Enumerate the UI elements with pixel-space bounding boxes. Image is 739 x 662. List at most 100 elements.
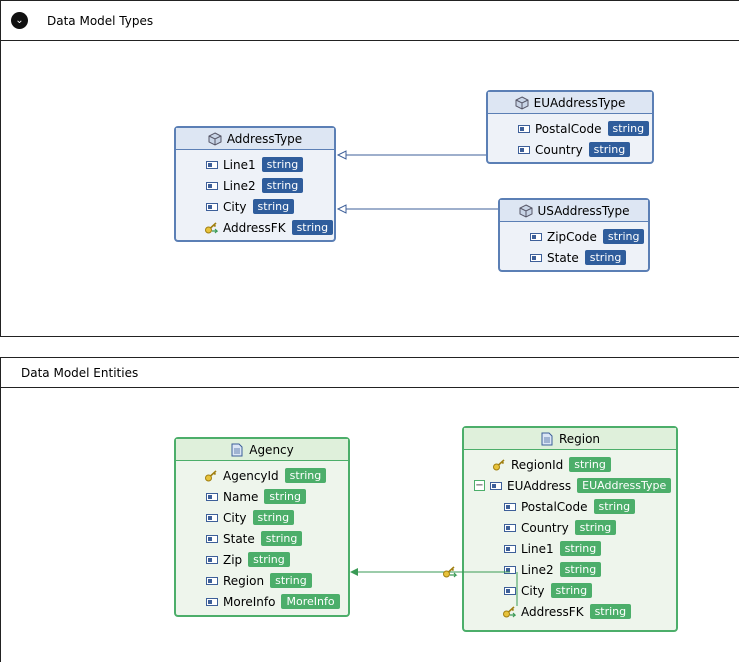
field-type-badge: string [589, 604, 632, 619]
entity-document-icon [541, 432, 553, 445]
field-name: City [223, 199, 247, 214]
field-icon [206, 492, 218, 501]
field-icon [206, 576, 218, 585]
complex-type-icon [208, 131, 222, 146]
field-icon [504, 544, 516, 553]
collapse-chevron-icon[interactable]: ⌄ [11, 12, 28, 29]
foreign-key-icon [205, 221, 218, 233]
field-type-badge: string [574, 520, 617, 535]
field-icon [206, 597, 218, 606]
field-icon [206, 160, 218, 169]
field-name: AgencyId [223, 468, 279, 483]
field-name: Name [223, 489, 259, 504]
field-row[interactable]: Country string [504, 517, 676, 538]
field-name: PostalCode [535, 121, 602, 136]
field-type-badge: string [284, 468, 327, 483]
field-name: State [547, 250, 579, 265]
type-box-header: AddressType [176, 128, 334, 150]
field-icon [504, 502, 516, 511]
field-row[interactable]: AgencyId string [205, 465, 348, 486]
field-type-badge: string [588, 142, 631, 157]
field-type-badge: string [550, 583, 593, 598]
field-icon [518, 145, 530, 154]
field-type-badge: string [270, 573, 312, 588]
field-row[interactable]: City string [206, 507, 348, 528]
complex-type-icon [515, 95, 529, 110]
field-type-badge: string [260, 531, 303, 546]
field-name: Country [535, 142, 583, 157]
field-row[interactable]: City string [206, 196, 334, 217]
field-type-badge: string [248, 552, 290, 567]
entity-document-icon [231, 443, 243, 456]
field-type-badge: MoreInfo [281, 594, 340, 609]
field-row[interactable]: Line1 string [206, 154, 334, 175]
field-row[interactable]: Country string [518, 139, 652, 160]
field-type-badge: string [602, 229, 645, 244]
field-icon [206, 202, 218, 211]
field-name: Region [223, 573, 265, 588]
field-name: PostalCode [521, 499, 588, 514]
field-type-badge: string [252, 199, 295, 214]
field-row[interactable]: PostalCode string [518, 118, 652, 139]
field-row[interactable]: Name string [206, 486, 348, 507]
field-name: Country [521, 520, 569, 535]
field-name: City [521, 583, 545, 598]
entities-panel-header: Data Model Entities [1, 358, 739, 388]
field-icon [206, 181, 218, 190]
field-type-badge: string [559, 541, 602, 556]
field-type-badge: string [584, 250, 627, 265]
entity-name: Agency [249, 442, 294, 457]
field-row[interactable]: Line1 string [504, 538, 676, 559]
types-panel-title: Data Model Types [47, 14, 154, 28]
field-name: City [223, 510, 247, 525]
field-icon [518, 124, 530, 133]
entity-box-header: Region [464, 428, 676, 450]
field-type-badge: string [264, 489, 306, 504]
field-type-badge: string [593, 499, 636, 514]
type-name: USAddressType [537, 203, 630, 218]
field-row[interactable]: MoreInfo MoreInfo [206, 591, 348, 612]
field-icon [530, 253, 542, 262]
foreign-key-icon [503, 605, 516, 617]
key-icon [205, 469, 217, 481]
type-box-header: USAddressType [500, 200, 648, 222]
field-row[interactable]: State string [530, 247, 648, 268]
entities-panel-title: Data Model Entities [21, 366, 139, 380]
field-icon [530, 232, 542, 241]
field-icon [490, 481, 502, 490]
field-icon [504, 565, 516, 574]
field-name: Line1 [521, 541, 554, 556]
entity-box-header: Agency [176, 439, 348, 461]
field-type-badge: string [607, 121, 650, 136]
entity-name: Region [558, 431, 601, 446]
field-row[interactable]: Zip string [206, 549, 348, 570]
field-type-badge: string [569, 457, 611, 472]
field-name: Zip [223, 552, 243, 567]
field-type-badge: string [291, 220, 334, 235]
field-row[interactable]: Region string [206, 570, 348, 591]
field-icon [504, 523, 516, 532]
type-name: AddressType [226, 131, 303, 146]
field-name: Line1 [223, 157, 256, 172]
field-type-badge: string [261, 157, 304, 172]
field-row[interactable]: City string [504, 580, 676, 601]
collapse-expander-icon[interactable]: − [474, 479, 485, 491]
field-row[interactable]: PostalCode string [504, 496, 676, 517]
complex-type-icon [519, 203, 532, 218]
field-type-badge: string [252, 510, 295, 525]
composite-sub-fields: PostalCode string Country string Line1 stri… [494, 496, 676, 622]
field-name: MoreInfo [223, 594, 276, 609]
